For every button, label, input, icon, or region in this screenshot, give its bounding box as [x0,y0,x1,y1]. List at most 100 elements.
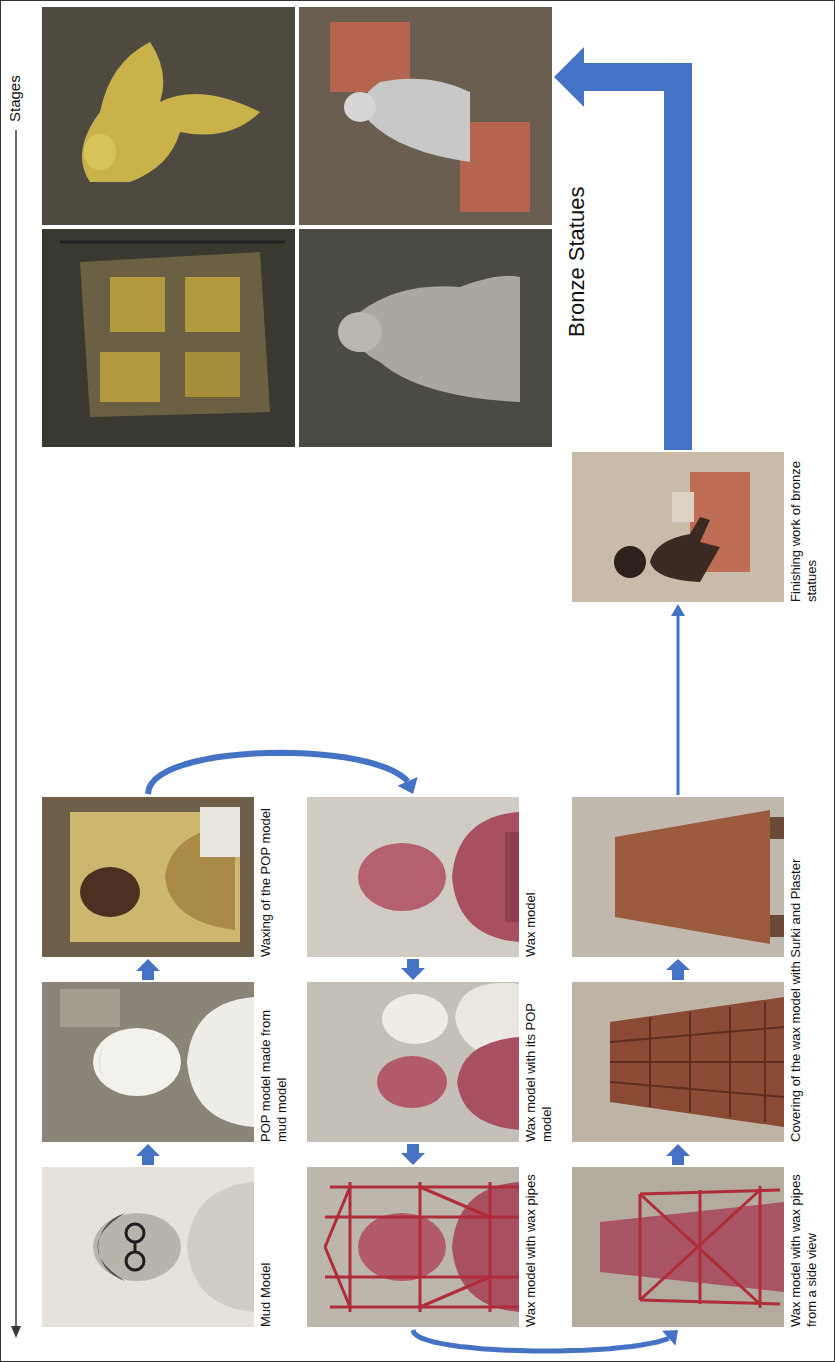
wax-pipes-photo [307,1167,519,1327]
covering-photo [610,1027,784,1042]
process-step: Wax model with wax pipes from a side vie… [572,1167,821,1327]
flow-arrow [413,1330,678,1351]
step-caption: Finishing work of bronze statues [784,452,819,602]
finishing-photo [650,517,720,582]
wax-pipes-photo [325,1182,519,1312]
bronze-statues-photos [84,134,116,170]
waxing-photo [42,797,254,957]
arrow-shaft [584,77,678,450]
side-view-photo [640,1194,760,1304]
process-step: POP model made from mud model [42,982,291,1142]
bronze-statues-photos [295,7,299,447]
mud-model-photo [42,1167,254,1327]
arrow-head [401,968,425,980]
bronze-statues-photos [110,277,165,332]
arrow-head [136,959,160,971]
flow-arrow [554,47,678,450]
pop-model-photo [93,1028,181,1096]
flow-arrow [136,959,160,980]
mud-model-photo [93,1213,181,1281]
wax-pipes-photo [358,1213,446,1281]
wax-model-photo [307,797,519,957]
covering-photo [610,1061,784,1063]
wax-model-photo [358,843,446,911]
covered-mould-photo [572,797,784,957]
covering-photo [610,997,784,1127]
bronze-statues-photos [42,7,552,447]
bronze-statues-photos [362,79,470,162]
finishing-photo [572,452,784,602]
arrow-head [136,1144,160,1156]
stage-axis [15,130,17,1328]
wax-pipes-photo [325,1247,350,1307]
bronze-statues-photos [299,7,552,225]
finishing-photo [614,546,646,578]
bronze-statues-photos [100,352,160,402]
wax-and-pop-photo [307,982,519,1142]
step-caption: Covering of the wax model with Surki and… [784,797,804,1142]
step-caption: Mud Model [254,1167,274,1327]
side-view-photo [640,1190,760,1300]
step-arrow [666,959,690,980]
step-caption: Waxing of the POP model [254,797,274,957]
wax-and-pop-photo [457,1037,519,1130]
wax-and-pop-photo [307,982,519,1142]
covering-photo [610,1082,784,1097]
waxing-photo [42,797,254,957]
mud-model-photo [98,1213,126,1281]
process-step: Mud Model [42,1167,276,1327]
mud-model-photo [134,1242,137,1252]
wax-model-photo [452,812,519,942]
arrow-shaft [142,971,154,980]
arrow-head [397,777,417,794]
process-step: Finishing work of bronze statues [572,452,821,602]
process-step: Wax model [307,797,541,957]
pop-model-photo [187,997,254,1127]
wax-pipes-photo [420,1187,490,1217]
arrow-head [666,1144,690,1156]
covering-photo [572,982,784,1142]
bronze-statues-photos [344,92,376,122]
covering-photo [572,982,784,1142]
arrow-shaft [407,1144,419,1153]
step-caption: POP model made from mud model [254,982,289,1142]
wax-model-photo [307,797,519,957]
arrow-shaft [407,959,419,968]
arrow-head [671,604,685,616]
wax-pipes-photo [307,1167,519,1327]
bronze-statues-photos [338,312,382,352]
arrow-shaft [142,1156,154,1165]
stage-axis [11,1326,21,1338]
waxing-photo [200,807,240,857]
covering-photo [610,1002,784,1122]
process-step: Waxing of the POP model [42,797,276,957]
bronze-statues-photos [82,42,260,182]
arrow-head [662,1330,678,1346]
section-heading: Bronze Statues [564,187,590,337]
finishing-photo [672,492,694,522]
side-view-photo [572,1167,784,1327]
side-view-photo [572,1167,784,1327]
bronze-statues-photos [42,7,552,447]
side-view-photo [640,1186,780,1308]
finishing-photo [572,452,784,602]
flow-arrow [136,1144,160,1165]
bronze-statues-photos [185,352,240,397]
wax-pipes-photo [419,1182,422,1312]
wax-model-photo [505,832,519,922]
flow-arrow [401,959,425,980]
process-step: Wax model with its POP model [307,982,556,1142]
covered-mould-photo [770,915,784,937]
wax-pipes-photo [452,1182,519,1312]
arrow-shaft [413,1330,669,1351]
bronze-statues-photos [60,241,285,244]
flow-arrow [666,1144,690,1165]
pop-model-photo [60,989,120,1027]
mud-model-photo [126,1224,144,1242]
wax-pipes-photo [349,1182,352,1312]
flow-arrow [401,1144,425,1165]
bronze-statues-photos [80,252,270,417]
